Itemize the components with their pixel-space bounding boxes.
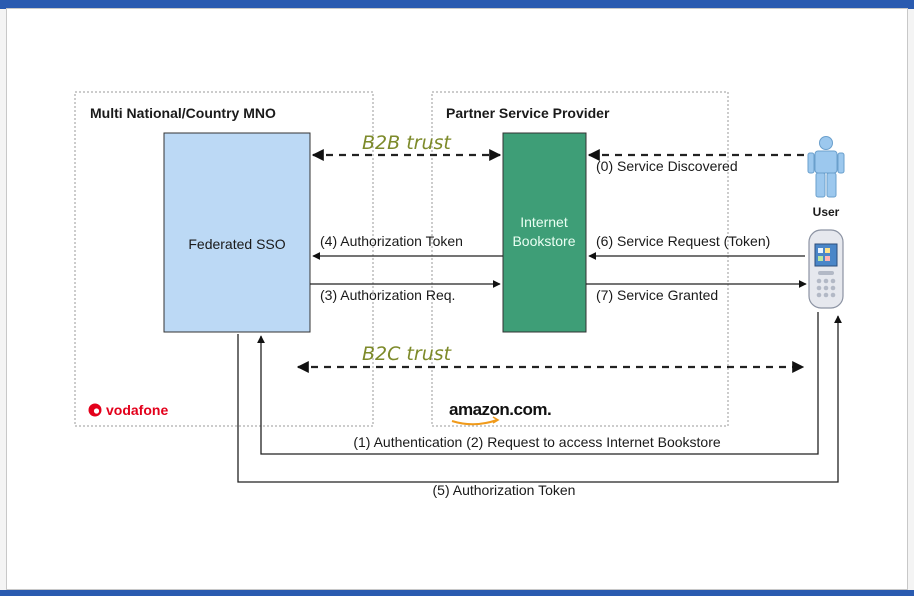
authentication-request-path [257,312,819,455]
authentication-request-label: (1) Authentication (2) Request to access… [353,434,721,450]
bookstore-label-line1: Internet [520,214,568,230]
slide-frame [6,8,908,590]
user-label: User [813,205,840,219]
federated-sso-box [163,132,311,333]
internet-bookstore-box [502,132,587,333]
authorization-token-return-label: (5) Authorization Token [433,482,576,498]
service-granted-label: (7) Service Granted [596,287,718,303]
mobile-phone-icon [808,229,844,309]
vodafone-logo-text: vodafone [106,402,168,418]
psp-zone [431,91,729,427]
top-brand-bar [0,0,914,9]
mno-zone-title: Multi National/Country MNO [90,105,276,121]
amazon-logo-text: amazon.com. [449,400,551,419]
authorization-token-label: (4) Authorization Token [320,233,463,249]
vodafone-logo: vodafone [88,402,168,418]
bottom-brand-bar [0,590,914,596]
mno-zone [74,91,374,427]
amazon-smile-icon [451,419,498,426]
psp-zone-title: Partner Service Provider [446,105,610,121]
b2c-trust-label: B2C trust [362,343,453,365]
user-icon [807,136,845,198]
bookstore-label-line2: Bookstore [512,233,575,249]
service-discovered-label: (0) Service Discovered [596,158,738,174]
b2b-trust-label: B2B trust [362,132,452,154]
authorization-req-label: (3) Authorization Req. [320,287,455,303]
federated-sso-label: Federated SSO [188,236,285,252]
authorization-token-return-path [237,315,842,483]
amazon-logo: amazon.com. [449,400,552,426]
service-request-label: (6) Service Request (Token) [596,233,770,249]
